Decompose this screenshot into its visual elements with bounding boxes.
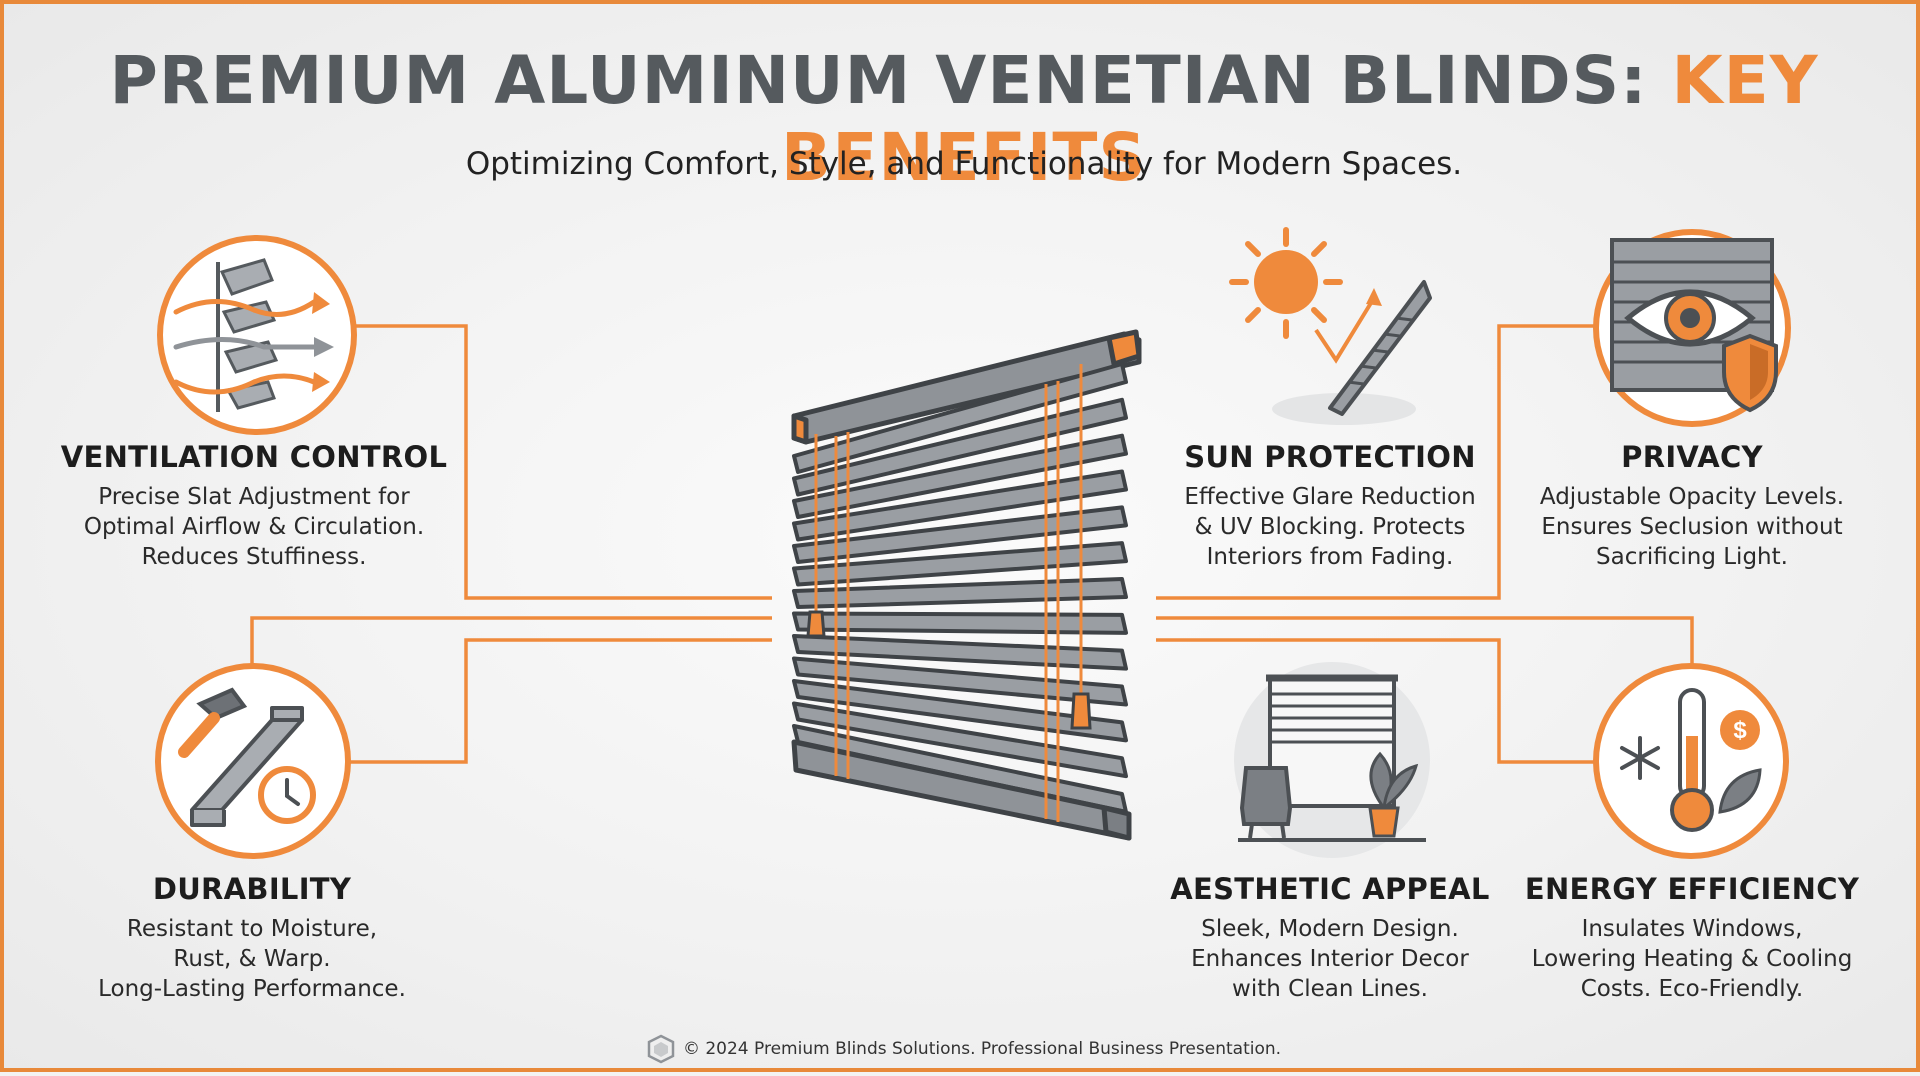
benefit-description: Insulates Windows, Lowering Heating & Co… (1492, 914, 1892, 1004)
dollar-sign-icon: $ (1733, 717, 1747, 744)
connector-energy (1156, 638, 1596, 764)
description-line: & UV Blocking. Protects (1194, 514, 1466, 540)
blind-slat (792, 634, 1128, 671)
benefit-energy-efficiency: ENERGY EFFICIENCY Insulates Windows, Low… (1492, 872, 1892, 1004)
venetian-blind-illustration (791, 329, 1142, 841)
benefit-description: Precise Slat Adjustment for Optimal Airf… (54, 482, 454, 572)
page-title: PREMIUM ALUMINUM VENETIAN BLINDS: KEY BE… (4, 42, 1920, 196)
description-line: Long-Lasting Performance. (98, 976, 406, 1002)
description-line: Sacrificing Light. (1596, 544, 1788, 570)
slat-group (792, 362, 1128, 814)
benefit-title: DURABILITY (152, 872, 352, 906)
aesthetic-appeal-icon (1234, 662, 1430, 858)
blind-slat (792, 656, 1128, 707)
footer: © 2024 Premium Blinds Solutions. Profess… (4, 1034, 1920, 1064)
description-line: Insulates Windows, (1581, 916, 1803, 942)
ventilation-icon (157, 235, 357, 435)
hexagon-logo-icon (647, 1034, 675, 1064)
footer-text: © 2024 Premium Blinds Solutions. Profess… (682, 1039, 1282, 1059)
description-line: Interiors from Fading. (1206, 544, 1454, 570)
benefit-title: ENERGY EFFICIENCY (1524, 872, 1860, 906)
durability-icon (155, 663, 351, 859)
cord-tassel (1070, 692, 1092, 730)
benefit-title: SUN PROTECTION (1184, 440, 1476, 474)
title-main: PREMIUM ALUMINUM VENETIAN BLINDS: (109, 42, 1648, 119)
blind-slat (792, 505, 1128, 564)
blind-slat (792, 611, 1128, 635)
description-line: Optimal Airflow & Circulation. (83, 514, 425, 540)
benefit-ventilation: VENTILATION CONTROL Precise Slat Adjustm… (54, 440, 454, 572)
blind-slat (792, 362, 1128, 474)
benefit-privacy: PRIVACY Adjustable Opacity Levels. Ensur… (1492, 440, 1892, 572)
privacy-icon (1593, 229, 1791, 427)
sun-protection-icon (1229, 227, 1432, 425)
connector-aesthetic (1156, 616, 1694, 666)
cord-tassel (806, 610, 826, 638)
blind-slat (792, 541, 1128, 587)
description-line: with Clean Lines. (1232, 976, 1428, 1002)
benefit-description: Sleek, Modern Design. Enhances Interior … (1130, 914, 1530, 1004)
description-line: Adjustable Opacity Levels. (1539, 484, 1845, 510)
description-line: Ensures Seclusion without (1541, 514, 1843, 540)
description-line: Sleek, Modern Design. (1201, 916, 1459, 942)
energy-efficiency-icon: $ (1593, 663, 1789, 859)
blind-slat (792, 433, 1128, 519)
connector-ventilation (356, 324, 772, 600)
blind-slat (792, 577, 1128, 609)
blind-slat (792, 469, 1128, 542)
description-line: Enhances Interior Decor (1191, 946, 1469, 972)
blind-slat (792, 701, 1128, 779)
description-line: Effective Glare Reduction (1184, 484, 1476, 510)
title-accent: KEY BENEFITS (781, 42, 1819, 196)
benefit-description: Resistant to Moisture, Rust, & Warp. Lon… (52, 914, 452, 1004)
benefit-description: Effective Glare Reduction & UV Blocking.… (1130, 482, 1530, 572)
page-subtitle: Optimizing Comfort, Style, and Functiona… (465, 146, 1463, 182)
connector-sun (1156, 324, 1596, 600)
connector-durability-2 (349, 638, 772, 764)
blind-slat (792, 397, 1128, 497)
description-line: Lowering Heating & Cooling (1531, 946, 1853, 972)
benefit-sun-protection: SUN PROTECTION Effective Glare Reduction… (1130, 440, 1530, 572)
description-line: Costs. Eco-Friendly. (1580, 976, 1804, 1002)
description-line: Precise Slat Adjustment for (98, 484, 410, 510)
benefit-title: AESTHETIC APPEAL (1170, 872, 1490, 906)
description-line: Resistant to Moisture, (126, 916, 378, 942)
benefit-durability: DURABILITY Resistant to Moisture, Rust, … (52, 872, 452, 1004)
description-line: Reduces Stuffiness. (141, 544, 367, 570)
description-line: Rust, & Warp. (173, 946, 331, 972)
connector-lines (250, 324, 1694, 764)
benefit-aesthetic-appeal: AESTHETIC APPEAL Sleek, Modern Design. E… (1130, 872, 1530, 1004)
benefit-title: VENTILATION CONTROL (60, 440, 448, 474)
benefit-title: PRIVACY (1621, 440, 1763, 474)
blind-slat (792, 679, 1128, 743)
connector-durability (250, 616, 772, 666)
benefit-description: Adjustable Opacity Levels. Ensures Seclu… (1492, 482, 1892, 572)
